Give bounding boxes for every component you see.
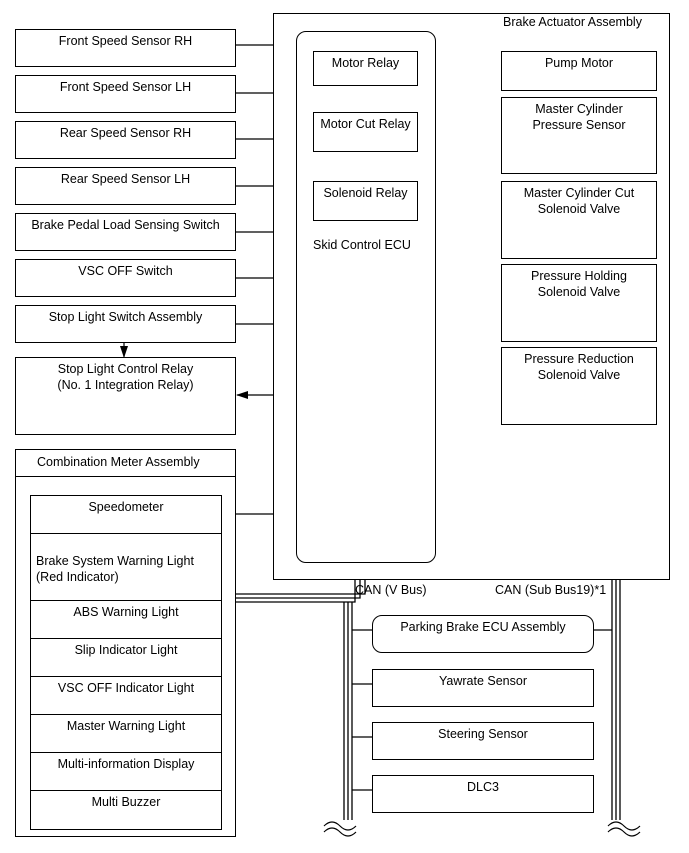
can-device-label: Yawrate Sensor [438,674,527,688]
meter-item-label: Slip Indicator Light [74,643,178,657]
can-device-label: Parking Brake ECU Assembly [400,620,566,634]
master-cylinder-cut-solenoid-valve-label: Master Cylinder Cut Solenoid Valve [523,186,635,216]
meter-item-multi-information-display: Multi-information Display [31,752,221,790]
input-label: Brake Pedal Load Sensing Switch [31,218,220,232]
meter-item-master-warning-light: Master Warning Light [31,714,221,752]
meter-item-label: ABS Warning Light [73,605,179,619]
steering-sensor: Steering Sensor [372,722,594,760]
pressure-reduction-solenoid-valve: Pressure Reduction Solenoid Valve [501,347,657,425]
input-label: Front Speed Sensor RH [58,34,193,48]
pump-motor: Pump Motor [501,51,657,91]
meter-items-frame: Speedometer Brake System Warning Light (… [30,495,222,830]
yawrate-sensor: Yawrate Sensor [372,669,594,707]
input-rear-speed-sensor-lh: Rear Speed Sensor LH [15,167,236,205]
motor-cut-relay: Motor Cut Relay [313,112,418,152]
master-cylinder-pressure-sensor-label: Master Cylinder Pressure Sensor [532,102,626,132]
meter-item-slip-indicator-light: Slip Indicator Light [31,638,221,676]
meter-item-multi-buzzer: Multi Buzzer [31,790,221,829]
meter-item-brake-system-warning-light: Brake System Warning Light (Red Indicato… [31,533,221,609]
meter-item-label: Speedometer [88,500,164,514]
meter-item-label: Multi-information Display [57,757,195,771]
meter-item-abs-warning-light: ABS Warning Light [31,600,221,638]
input-label: Front Speed Sensor LH [59,80,192,94]
break-marks [323,821,641,837]
input-label: Stop Light Switch Assembly [48,310,203,324]
combination-meter-title-divider [16,476,235,477]
meter-item-label: Multi Buzzer [91,795,161,809]
meter-item-vsc-off-indicator-light: VSC OFF Indicator Light [31,676,221,714]
can-sub-bus-label: CAN (Sub Bus19)*1 [495,583,607,597]
master-cylinder-pressure-sensor: Master Cylinder Pressure Sensor [501,97,657,174]
meter-item-speedometer: Speedometer [31,496,221,534]
stop-light-control-relay-label: Stop Light Control Relay (No. 1 Integrat… [57,362,194,392]
master-cylinder-cut-solenoid-valve: Master Cylinder Cut Solenoid Valve [501,181,657,259]
combination-meter-assembly-title: Combination Meter Assembly [37,455,200,469]
solenoid-relay-label: Solenoid Relay [323,186,408,200]
input-stop-light-switch-assembly: Stop Light Switch Assembly [15,305,236,343]
brake-actuator-assembly-title: Brake Actuator Assembly [503,15,642,29]
input-label: VSC OFF Switch [78,264,173,278]
motor-relay-label: Motor Relay [331,56,400,70]
can-v-bus [236,563,372,820]
can-v-bus-label: CAN (V Bus) [355,583,427,597]
solenoid-relay: Solenoid Relay [313,181,418,221]
skid-control-ecu [296,31,436,563]
can-device-label: Steering Sensor [438,727,528,741]
meter-item-label: VSC OFF Indicator Light [57,681,195,695]
parking-brake-ecu-assembly: Parking Brake ECU Assembly [372,615,594,653]
motor-cut-relay-label: Motor Cut Relay [320,117,411,131]
input-label: Rear Speed Sensor LH [60,172,191,186]
can-device-label: DLC3 [467,780,499,794]
input-rear-speed-sensor-rh: Rear Speed Sensor RH [15,121,236,159]
input-brake-pedal-load-sensing-switch: Brake Pedal Load Sensing Switch [15,213,236,251]
pressure-reduction-solenoid-valve-label: Pressure Reduction Solenoid Valve [524,352,634,382]
meter-item-label: Brake System Warning Light (Red Indicato… [36,554,194,584]
input-label: Rear Speed Sensor RH [59,126,192,140]
pressure-holding-solenoid-valve-label: Pressure Holding Solenoid Valve [531,269,627,299]
dlc3: DLC3 [372,775,594,813]
combination-meter-assembly: Combination Meter Assembly Speedometer B… [15,449,236,837]
meter-item-label: Master Warning Light [66,719,186,733]
pump-motor-label: Pump Motor [544,56,614,70]
input-front-speed-sensor-lh: Front Speed Sensor LH [15,75,236,113]
input-front-speed-sensor-rh: Front Speed Sensor RH [15,29,236,67]
pressure-holding-solenoid-valve: Pressure Holding Solenoid Valve [501,264,657,342]
skid-control-ecu-label: Skid Control ECU [313,238,411,252]
input-vsc-off-switch: VSC OFF Switch [15,259,236,297]
stop-light-control-relay: Stop Light Control Relay (No. 1 Integrat… [15,357,236,435]
motor-relay: Motor Relay [313,51,418,86]
